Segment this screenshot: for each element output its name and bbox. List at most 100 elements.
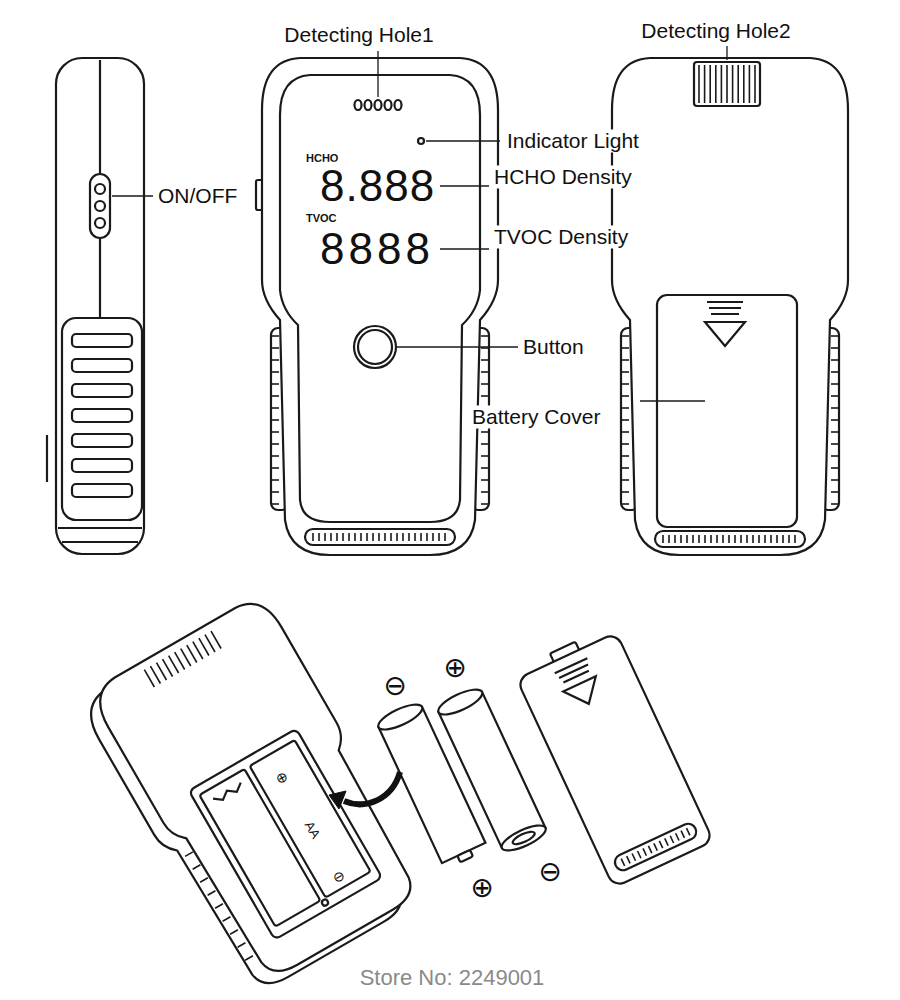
vent-line	[175, 652, 185, 669]
grip-tooth	[272, 431, 279, 433]
grip-slot	[208, 891, 216, 896]
grille-dash	[676, 833, 679, 840]
callout-label: ON/OFF	[156, 184, 239, 207]
grip-slot	[72, 459, 132, 472]
grille-dash	[681, 831, 684, 838]
grille-dash	[312, 533, 314, 541]
insert-arrow	[329, 772, 400, 809]
battery-contact	[511, 829, 536, 846]
grip-tooth	[831, 359, 838, 361]
grip-tooth	[622, 443, 629, 445]
indicator-light	[418, 138, 424, 144]
open-device	[76, 593, 434, 1000]
grip-slot	[72, 359, 132, 372]
grille-dash	[665, 838, 668, 845]
grip-tooth	[272, 371, 279, 373]
grille-dash	[632, 854, 635, 861]
grille-dash	[722, 535, 724, 543]
cover-plate	[517, 633, 714, 888]
grip-tooth	[622, 335, 629, 337]
grip-tooth	[481, 443, 488, 445]
screw-hole	[321, 898, 329, 906]
grille-dash	[336, 533, 338, 541]
polarity-symbol: ⊕	[441, 653, 468, 684]
sensor-hole	[375, 100, 382, 110]
grille-dash	[752, 535, 754, 543]
grip-slot	[72, 409, 132, 422]
grille-dashes	[621, 828, 690, 866]
grip-tooth	[831, 347, 838, 349]
leader-line	[440, 248, 489, 249]
leader-line	[397, 346, 518, 347]
grille-dash	[438, 533, 440, 541]
side-housing	[56, 58, 144, 554]
push-button-rim	[358, 330, 392, 364]
vent-line	[156, 663, 166, 680]
grille-dash	[770, 535, 772, 543]
grille-dash	[668, 535, 670, 543]
grip-tooth	[831, 371, 838, 373]
vent-line	[193, 642, 203, 659]
sensor-hole	[365, 100, 372, 110]
sensor-hole	[355, 100, 362, 110]
grille-dash	[444, 533, 446, 541]
grip-tooth	[622, 371, 629, 373]
grip-tooth	[272, 455, 279, 457]
grip-tooth	[481, 383, 488, 385]
vent-line	[199, 638, 209, 655]
display-digits: 8888	[318, 225, 436, 273]
side-mark	[46, 435, 48, 482]
vent-line	[187, 645, 197, 662]
watermark: Store No: 2249001	[358, 966, 547, 990]
battery-spring	[213, 783, 244, 804]
leader-line	[426, 140, 500, 141]
cover-arrow	[563, 676, 605, 711]
grille-dash	[686, 535, 688, 543]
vent-line	[181, 649, 191, 666]
battery-body	[439, 692, 546, 848]
device-back	[88, 593, 431, 987]
vent-line	[211, 631, 221, 648]
grip-tooth	[831, 383, 838, 385]
switch-knob	[95, 218, 105, 228]
grip-tooth	[831, 479, 838, 481]
vent-line	[721, 65, 723, 103]
grille-dash	[348, 533, 350, 541]
grip-tooth	[831, 419, 838, 421]
polarity-symbol: ⊖	[381, 671, 408, 702]
grip-tooth	[831, 503, 838, 505]
grip-slot	[223, 917, 231, 922]
grip-tooth	[831, 467, 838, 469]
grip-tooth	[481, 479, 488, 481]
grip-tooth	[272, 503, 279, 505]
grille-dashes	[663, 535, 795, 543]
vent-line	[726, 65, 728, 103]
grille-dash	[746, 535, 748, 543]
grip-tooth	[831, 407, 838, 409]
vent-lines	[699, 65, 755, 103]
side-grip	[62, 318, 142, 520]
side-view	[47, 58, 144, 554]
vent-line	[715, 65, 717, 103]
grip-slot	[230, 930, 238, 935]
battery-end	[499, 821, 549, 856]
grip-tooth	[622, 359, 629, 361]
grip-tooth	[272, 335, 279, 337]
grip-tooth	[481, 371, 488, 373]
leader-line	[377, 51, 378, 97]
switch-knob	[95, 201, 105, 211]
vent-slots	[694, 62, 760, 106]
grip-tooth	[622, 491, 629, 493]
grille-dash	[324, 533, 326, 541]
callout-label: Detecting Hole2	[639, 19, 792, 42]
callout-label: Detecting Hole1	[282, 23, 435, 46]
bottom-grille	[305, 529, 455, 545]
grille-dash	[670, 836, 673, 843]
grille-dash	[710, 535, 712, 543]
bottom-grille	[655, 531, 805, 547]
grille-dash	[776, 535, 778, 543]
battery-compartment	[189, 729, 382, 940]
grip-tooth	[272, 407, 279, 409]
grip-tooth	[272, 491, 279, 493]
grille-dashes	[313, 533, 445, 541]
